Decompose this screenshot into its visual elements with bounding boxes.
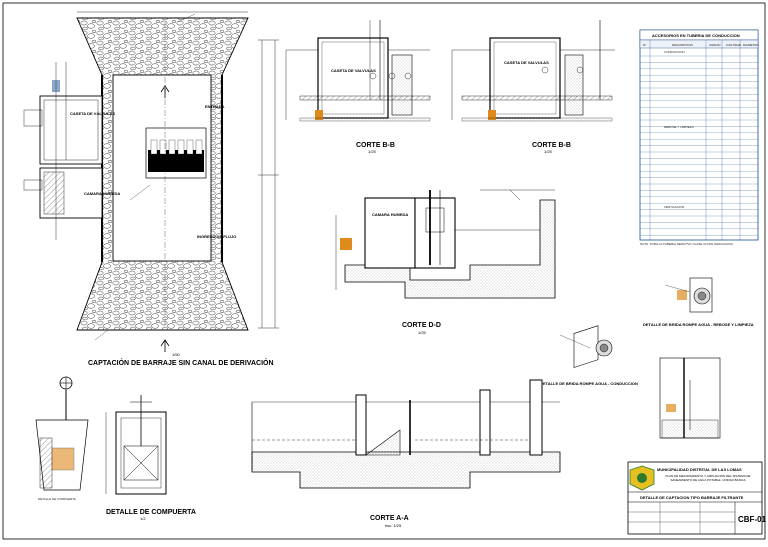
- table-section-rebose: REBOSE Y LIMPIEZA: [664, 125, 694, 129]
- table-header-qty: CANTIDAD: [726, 43, 742, 47]
- section-bb-1: CASETA DE VALVULAS CORTE B-B 1/25: [285, 20, 431, 154]
- gate-detail: DETALLE DE COMPUERTA 1/2: [105, 395, 196, 521]
- sheet-border: [2, 2, 766, 540]
- plan-view: CASETA DE VÁLVULAS CAMARA HUMEDA INGRESO…: [23, 11, 279, 367]
- label-camara-dd: CAMARA HUMEDA: [372, 212, 408, 217]
- breaker-detail-2: DETALLE DE BRIDA ROMPE AGUA - REBOSE Y L…: [643, 277, 754, 327]
- table-title: ACCESORIOS EN TUBERIA DE CONDUCCION: [652, 33, 740, 38]
- plan-scale: 1/50: [172, 352, 181, 357]
- section-bb2-scale: 1/25: [544, 149, 553, 154]
- inlet-detail: [659, 357, 721, 439]
- plan-caseta-box: [39, 95, 103, 165]
- label-camara-humeda: CAMARA HUMEDA: [84, 191, 120, 196]
- label-caseta-bb1: CASETA DE VALVULAS: [331, 68, 376, 73]
- section-bb1-title: CORTE B-B: [356, 142, 395, 149]
- accessories-table: ACCESORIOS EN TUBERIA DE CONDUCCION N° D…: [639, 29, 760, 246]
- section-dd-title: CORTE D-D: [402, 322, 441, 329]
- gate-detail-title: DETALLE DE COMPUERTA: [106, 509, 196, 516]
- gate-detail-scale: 1/2: [140, 516, 146, 521]
- table-header-dia: DIAMETRO: [743, 43, 760, 47]
- table-header-no: N°: [643, 43, 647, 47]
- breaker-detail-1: DETALLE DE BRIDA ROMPE AGUA - CONDUCCION: [540, 325, 638, 386]
- label-caseta-valvulas: CASETA DE VÁLVULAS: [70, 111, 115, 116]
- label-caseta-bb2: CASETA DE VALVULAS: [504, 60, 549, 65]
- section-aa-scale: esc. 1/25: [385, 523, 402, 528]
- gate-detail-left: DETALLE DE COMPUERTA: [35, 376, 89, 501]
- plan-title: CAPTACIÓN DE BARRAJE SIN CANAL DE DERIVA…: [88, 358, 274, 367]
- municipal-logo: [629, 465, 655, 491]
- table-header-unit: UNIDAD: [709, 43, 721, 47]
- section-bb1-scale: 1/25: [368, 149, 377, 154]
- tb-sheet-code: CBF-01: [738, 515, 767, 524]
- title-block: MUNICIPALIDAD DISTRITAL DE LAS LOMAS PLA…: [627, 461, 767, 535]
- table-section-conduccion: CONDUCCION: [664, 50, 685, 54]
- section-bb-2: CASETA DE VALVULAS CORTE B-B 1/25: [451, 20, 615, 154]
- label-entrada: ENTRADA: [205, 104, 225, 109]
- section-aa-title: CORTE A-A: [370, 515, 409, 522]
- tb-sheet-title: DETALLE DE CAPTACION TIPO BARRAJE FILTRA…: [640, 495, 744, 500]
- section-dd: CAMARA HUMEDA CORTE D-D 1/25: [335, 189, 556, 335]
- table-footnote: NOTA: TODA LA TUBERIA SERA PVC CLASE 10 …: [640, 242, 733, 246]
- section-dd-scale: 1/25: [418, 330, 427, 335]
- table-header-desc: DESCRIPCION: [672, 43, 693, 47]
- label-ingreso-flujo: INGRESO DE FLUJO: [197, 234, 236, 239]
- gate-left-title: DETALLE DE COMPUERTA: [38, 497, 76, 501]
- breaker-title-2: DETALLE DE BRIDA ROMPE AGUA - REBOSE Y L…: [643, 322, 754, 327]
- section-bb2-title: CORTE B-B: [532, 142, 571, 149]
- table-section-ventilacion: VENTILACION: [664, 205, 684, 209]
- section-aa: CORTE A-A esc. 1/25: [251, 379, 561, 528]
- breaker-title-1: DETALLE DE BRIDA ROMPE AGUA - CONDUCCION: [540, 381, 638, 386]
- tb-entity: MUNICIPALIDAD DISTRITAL DE LAS LOMAS: [657, 467, 742, 472]
- tb-project: PLAN DE MEJORAMIENTO Y AMPLIACION DEL SI…: [665, 474, 751, 482]
